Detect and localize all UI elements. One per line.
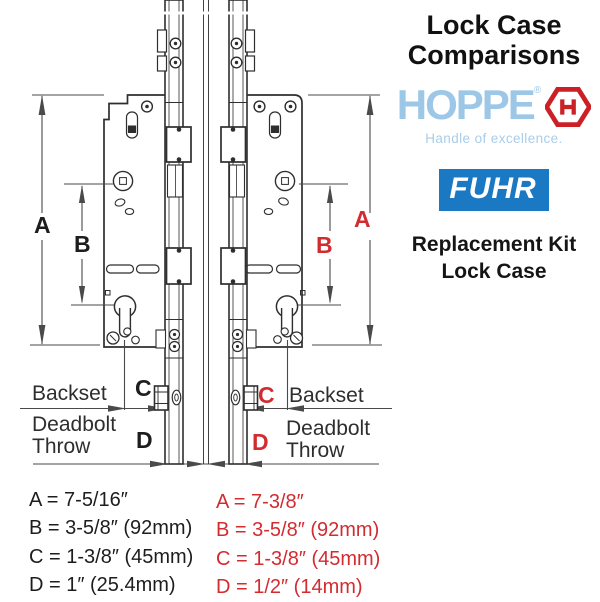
- dim-label-a-left: A: [34, 212, 51, 238]
- dim-label-d-right: D: [252, 429, 269, 455]
- spec-line: C = 1-3/8″ (45mm): [29, 545, 194, 568]
- spec-line: D = 1/2″ (14mm): [216, 576, 363, 599]
- fuhr-logo: FUHR: [439, 169, 549, 211]
- dim-label-b-left: B: [74, 231, 91, 257]
- dim-label-c-right: C: [258, 382, 275, 408]
- dim-label-b-right: B: [316, 232, 333, 258]
- hoppe-tagline: Handle of excellence.: [425, 131, 563, 146]
- hoppe-wordmark: HOPPE: [396, 81, 536, 128]
- throw-word: Throw: [286, 439, 345, 462]
- title-line2: Comparisons: [407, 40, 581, 70]
- deadbolt-throw-label-right: Deadbolt Throw: [286, 418, 370, 462]
- spec-line: B = 3-5/8″ (92mm): [216, 519, 380, 542]
- throw-word: Throw: [32, 435, 91, 458]
- spec-line: A = 7-5/16″: [29, 489, 128, 511]
- right-lock-case-drawing: [229, 94, 306, 348]
- dim-label-a-right: A: [354, 206, 371, 232]
- info-panel: Lock Case Comparisons HOPPE® Handle of e…: [388, 10, 600, 285]
- registered-mark: ®: [533, 85, 542, 96]
- spec-line: C = 1-3/8″ (45mm): [216, 547, 381, 570]
- spec-line: A = 7-3/8″: [216, 491, 304, 513]
- dim-label-d-left: D: [136, 427, 153, 453]
- deadbolt-word: Deadbolt: [32, 413, 117, 436]
- backset-label-right: Backset: [289, 384, 364, 407]
- deadbolt-throw-label-left: Deadbolt Throw: [32, 414, 116, 458]
- center-drive-rods: [202, 0, 210, 464]
- fuhr-spec-list: A = 7-3/8″ B = 3-5/8″ (92mm) C = 1-3/8″ …: [216, 488, 380, 602]
- left-lock-case-drawing: [103, 94, 183, 348]
- backset-label-left: Backset: [32, 382, 107, 405]
- hoppe-logo: HOPPE®: [388, 81, 600, 128]
- deadbolt-word: Deadbolt: [286, 417, 371, 440]
- dim-label-c-left: C: [135, 375, 152, 401]
- kit-line1: Replacement Kit: [411, 233, 577, 256]
- hoppe-spec-list: A = 7-5/16″ B = 3-5/8″ (92mm) C = 1-3/8″…: [29, 486, 193, 600]
- replacement-kit-label: Replacement Kit Lock Case: [388, 231, 600, 285]
- spec-line: B = 3-5/8″ (92mm): [29, 517, 193, 540]
- page-title: Lock Case Comparisons: [388, 10, 600, 70]
- spec-line: D = 1″ (25.4mm): [29, 574, 176, 597]
- kit-line2: Lock Case: [441, 260, 547, 283]
- hoppe-hexagon-h-icon: [545, 87, 592, 127]
- title-line1: Lock Case: [426, 10, 562, 40]
